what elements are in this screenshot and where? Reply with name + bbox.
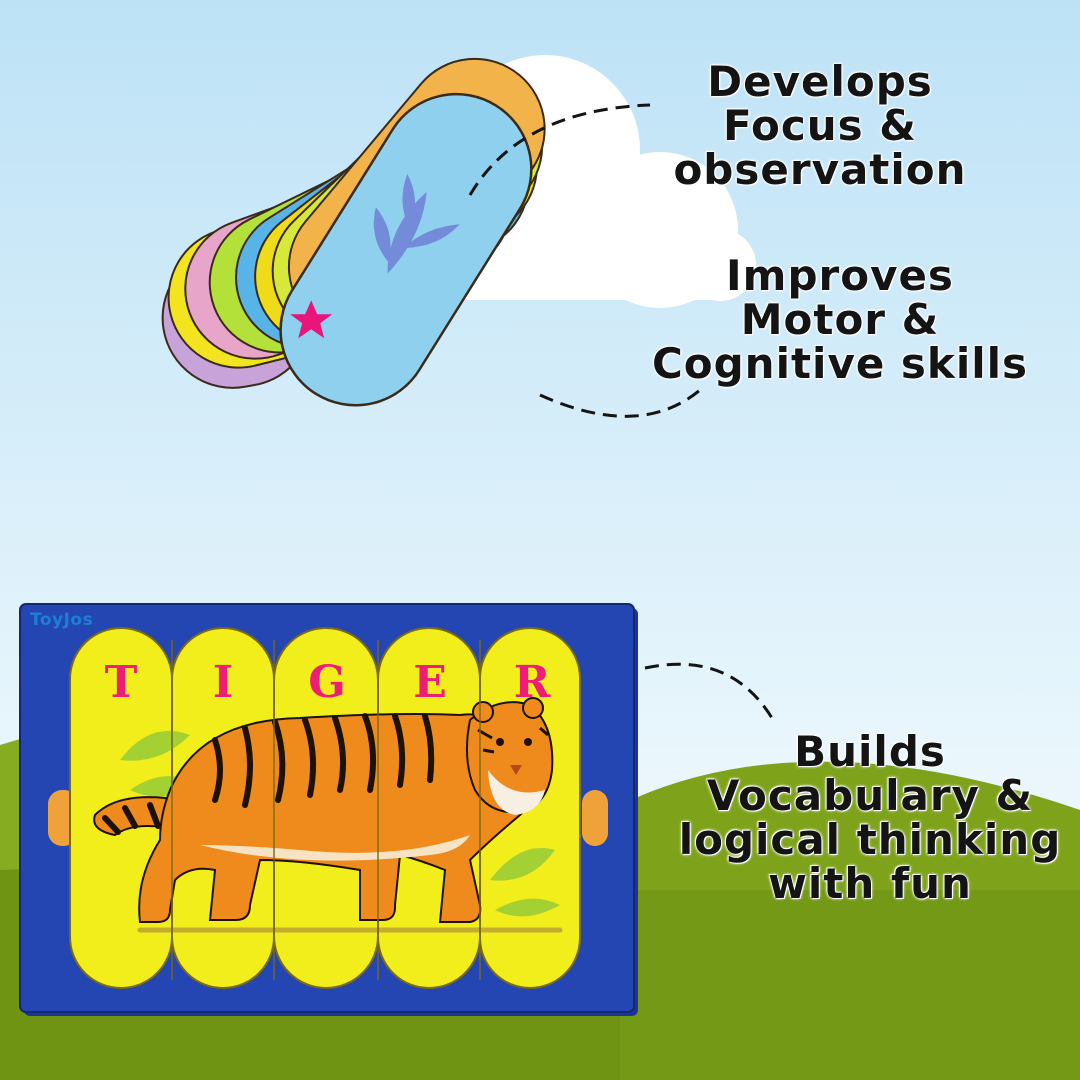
callout-motor: Improves Motor & Cognitive skills: [620, 254, 1060, 386]
callout-motor-line-3: Cognitive skills: [651, 339, 1029, 388]
letter-1: T: [105, 657, 138, 708]
callout-motor-line-2: Motor &: [740, 295, 940, 344]
callout-focus-line-1: Develops: [707, 57, 933, 106]
top-piece-blue: [279, 92, 533, 407]
connector-focus: [468, 103, 651, 196]
stacked-puzzle-pieces: [161, 57, 546, 407]
brand-logo: ToyJos: [30, 610, 94, 630]
callout-vocab-line-3: logical thinking: [678, 815, 1062, 864]
tiger-illustration: [93, 697, 554, 923]
star-icon: [290, 300, 333, 339]
letter-4: E: [413, 657, 447, 708]
letter-2: I: [213, 657, 234, 708]
callout-focus: Develops Focus & observation: [640, 60, 1000, 192]
callout-motor-line-1: Improves: [726, 251, 954, 300]
callout-vocab-line-4: with fun: [768, 859, 972, 908]
callout-vocab-line-2: Vocabulary &: [706, 771, 1034, 820]
leaf-icon: [373, 173, 460, 274]
callout-vocab: Builds Vocabulary & logical thinking wit…: [660, 730, 1080, 906]
connector-vocab: [644, 662, 774, 719]
leaf-icon: [120, 730, 560, 917]
callout-focus-line-2: Focus &: [723, 101, 917, 150]
callout-focus-line-3: observation: [673, 145, 967, 194]
tiger-puzzle-board: T I G E R: [19, 603, 638, 1016]
connector-motor: [539, 388, 701, 418]
letter-3: G: [308, 657, 346, 708]
callout-vocab-line-1: Builds: [794, 727, 946, 776]
